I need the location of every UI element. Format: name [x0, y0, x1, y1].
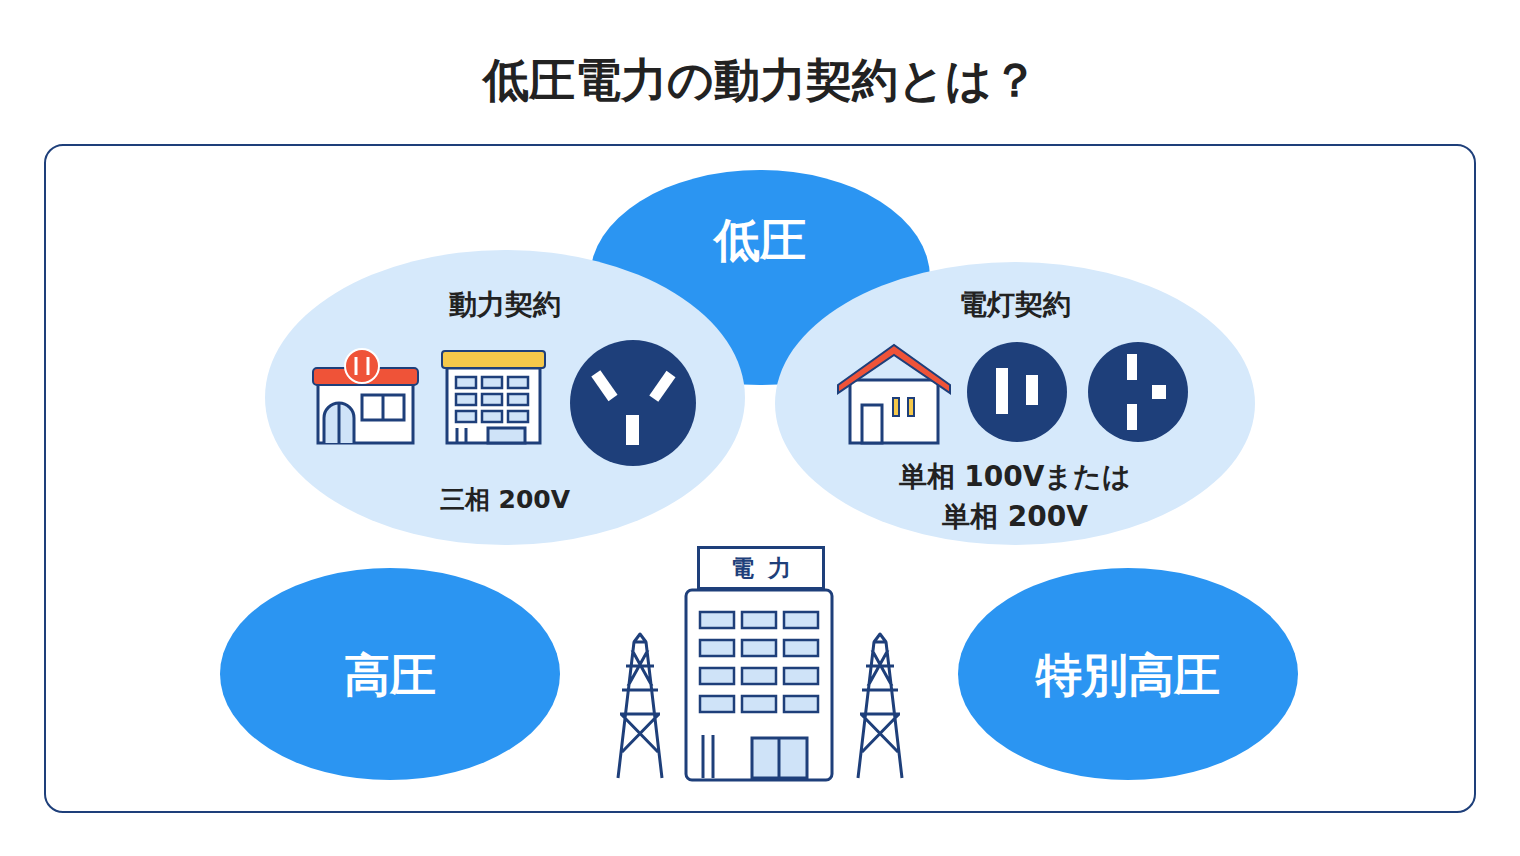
category-ellipse-shape [590, 170, 930, 385]
ellipse-fill [220, 568, 560, 780]
node-detail: 三相 200V [265, 483, 745, 517]
panel-border [45, 145, 1475, 812]
node-label: 動力契約 [265, 286, 745, 324]
category-ellipse: 低圧 [590, 170, 930, 385]
node-label: 低圧 [590, 209, 930, 271]
building-sign: 電力 [697, 546, 825, 590]
ellipse-fill [958, 568, 1298, 780]
title: 低圧電力の動力契約とは？ [0, 48, 1520, 112]
node-detail: 単相 100Vまたは 単相 200V [880, 457, 1150, 537]
category-ellipse: 特別高圧 [958, 568, 1298, 780]
node-label: 電灯契約 [775, 286, 1255, 324]
power-pylons [618, 634, 902, 778]
contract-ellipse: 電灯契約単相 100Vまたは 単相 200V [775, 262, 1255, 545]
contract-ellipse: 動力契約三相 200V [265, 250, 745, 545]
node-label: 電力 [700, 549, 822, 587]
node-label: 高圧 [220, 644, 560, 706]
category-ellipse: 高圧 [220, 568, 560, 780]
ellipse-fill [265, 250, 745, 545]
node-label: 特別高圧 [958, 644, 1298, 706]
ellipse-fill [775, 262, 1255, 545]
power-company-building [686, 590, 832, 780]
